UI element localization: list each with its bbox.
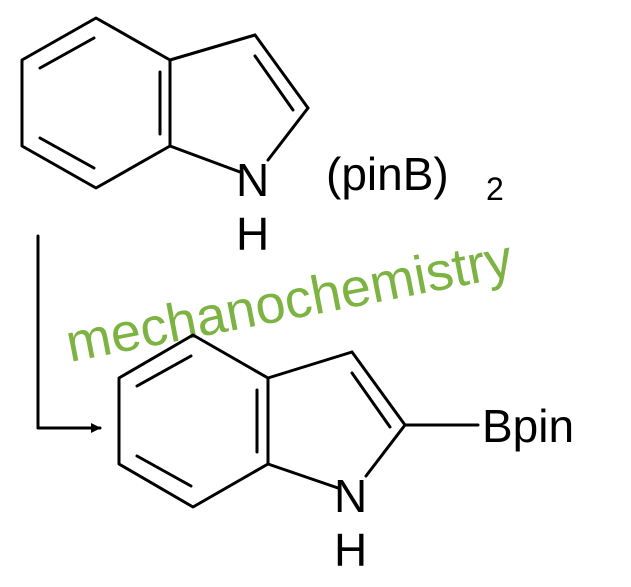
product-nitrogen-label: N	[334, 470, 367, 522]
conditions-label: mechanochemistry	[61, 228, 517, 373]
reactant-hydrogen-label: H	[236, 208, 269, 260]
reactant-nitrogen-label: N	[236, 154, 269, 206]
reagent-subscript: 2	[486, 171, 504, 207]
reactant-benzene-ring	[20, 16, 172, 190]
reactant-c3a-c3-bond	[168, 33, 257, 62]
reactant-benzene-inner-2	[38, 36, 96, 70]
reactant-c2-n-bond	[266, 106, 310, 162]
product-c2-n-bond	[364, 423, 407, 478]
product-c3-c2-inner	[350, 371, 392, 429]
reaction-arrow	[36, 234, 102, 433]
reactant-n-c7a-bond	[168, 144, 242, 174]
reactant-c3-c2-inner	[253, 54, 295, 112]
arrow-path	[36, 234, 102, 433]
product-n-c7a-bond	[266, 462, 340, 490]
reactant-benzene-inner-3	[38, 136, 96, 170]
product-c3a-c3-bond	[266, 350, 354, 380]
reactant-c3-c2-bond	[253, 33, 310, 110]
product-benzene-ring	[117, 333, 270, 509]
product-c3-c2-bond	[350, 350, 407, 427]
product-bpin-label: Bpin	[482, 400, 574, 452]
reagent-label: (pinB)	[326, 148, 449, 200]
product-benzene-inner-2	[135, 354, 193, 388]
reagent: (pinB) 2	[326, 148, 504, 207]
product-hydrogen-label: H	[334, 524, 367, 576]
indole-reactant: N H	[20, 16, 310, 260]
indole-product: N H Bpin	[117, 333, 574, 576]
product-benzene-inner-3	[135, 454, 193, 488]
